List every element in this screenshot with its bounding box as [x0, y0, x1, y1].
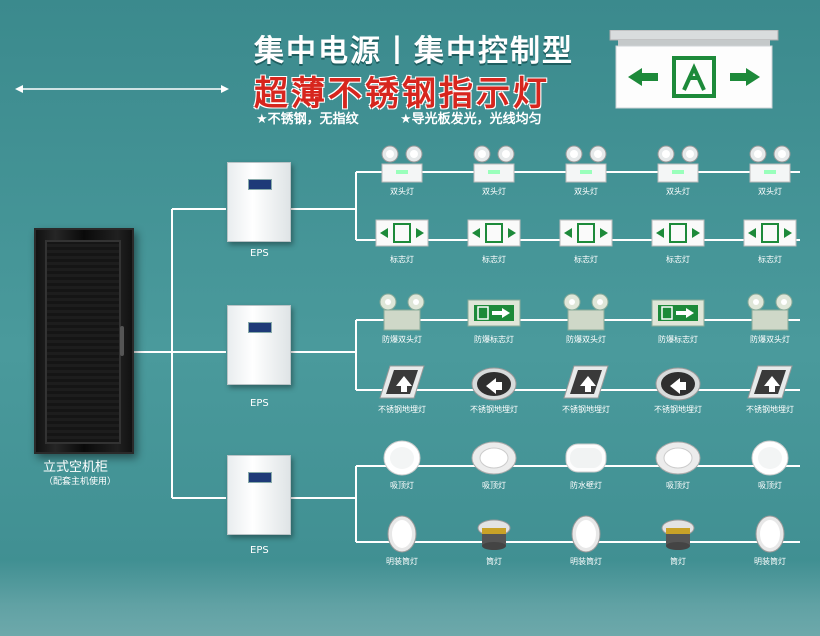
cabinet-sublabel: （配套主机使用）	[44, 477, 117, 487]
feature-2: ★导光板发光，光线均匀	[400, 112, 542, 127]
explosion-proof-sign-icon	[466, 292, 522, 332]
floor-lamp-icon	[558, 362, 614, 402]
device-label: 防爆双头灯	[566, 335, 606, 344]
device-label: 防爆标志灯	[474, 335, 514, 344]
decorative-arrow-line	[15, 85, 229, 93]
device-label: 防爆标志灯	[658, 335, 698, 344]
device-label: 标志灯	[574, 255, 598, 264]
device-label: 筒灯	[486, 557, 502, 566]
device-label: 防爆双头灯	[382, 335, 422, 344]
twin-head-lamp-icon	[650, 144, 706, 184]
device-label: 标志灯	[758, 255, 782, 264]
device-label: 标志灯	[390, 255, 414, 264]
floor-lamp-icon	[374, 362, 430, 402]
title-line-2: 超薄不锈钢指示灯	[254, 74, 550, 114]
eps-unit-1	[227, 162, 291, 242]
device-label: 标志灯	[666, 255, 690, 264]
device-label: 双头灯	[758, 187, 782, 196]
exit-sign-icon	[650, 212, 706, 252]
floor-lamp-round-icon	[650, 362, 706, 402]
cabinet-handle	[120, 326, 124, 356]
device-label: 不锈钢地埋灯	[470, 405, 518, 414]
device-label: 吸顶灯	[390, 481, 414, 490]
twin-head-lamp-icon	[558, 144, 614, 184]
device-label: 不锈钢地埋灯	[378, 405, 426, 414]
device-label: 双头灯	[482, 187, 506, 196]
device-label: 不锈钢地埋灯	[746, 405, 794, 414]
explosion-proof-icon	[374, 292, 430, 332]
downlight-icon	[558, 514, 614, 554]
device-label: 防水壁灯	[570, 481, 602, 490]
device-label: 防爆双头灯	[750, 335, 790, 344]
eps-unit-2	[227, 305, 291, 385]
eps-display	[248, 472, 272, 483]
title-line-1: 集中电源丨集中控制型	[254, 34, 574, 69]
eps-display	[248, 179, 272, 190]
eps-label-3: EPS	[250, 545, 269, 556]
device-label: 不锈钢地埋灯	[654, 405, 702, 414]
device-label: 吸顶灯	[758, 481, 782, 490]
explosion-proof-icon	[742, 292, 798, 332]
ceiling-lamp-ring-icon	[466, 438, 522, 478]
floor-lamp-round-icon	[466, 362, 522, 402]
exit-sign-hero-icon	[609, 30, 779, 109]
twin-head-lamp-icon	[466, 144, 522, 184]
device-label: 明装筒灯	[570, 557, 602, 566]
device-label: 明装筒灯	[754, 557, 786, 566]
exit-sign-icon	[742, 212, 798, 252]
twin-head-lamp-icon	[742, 144, 798, 184]
explosion-proof-sign-icon	[650, 292, 706, 332]
floor-cabinet	[34, 228, 134, 454]
downlight-icon	[742, 514, 798, 554]
device-label: 明装筒灯	[386, 557, 418, 566]
eps-unit-3	[227, 455, 291, 535]
device-label: 标志灯	[482, 255, 506, 264]
floor-lamp-icon	[742, 362, 798, 402]
wall-lamp-icon	[558, 438, 614, 478]
floor-reflection	[0, 560, 820, 636]
device-label: 双头灯	[574, 187, 598, 196]
device-label: 吸顶灯	[482, 481, 506, 490]
exit-sign-icon	[466, 212, 522, 252]
cabinet-label: 立式空机柜	[43, 460, 109, 475]
eps-display	[248, 322, 272, 333]
feature-1: ★不锈钢，无指纹	[256, 112, 359, 127]
explosion-proof-icon	[558, 292, 614, 332]
eps-label-1: EPS	[250, 248, 269, 259]
ceiling-lamp-icon	[742, 438, 798, 478]
ceiling-lamp-ring-icon	[650, 438, 706, 478]
device-label: 筒灯	[670, 557, 686, 566]
ceiling-lamp-icon	[374, 438, 430, 478]
eps-label-2: EPS	[250, 398, 269, 409]
exit-sign-icon	[374, 212, 430, 252]
downlight-icon	[374, 514, 430, 554]
exit-sign-icon	[558, 212, 614, 252]
device-label: 双头灯	[390, 187, 414, 196]
twin-head-lamp-icon	[374, 144, 430, 184]
device-label: 不锈钢地埋灯	[562, 405, 610, 414]
cabinet-door	[45, 240, 121, 444]
recessed-downlight-icon	[466, 514, 522, 554]
device-label: 吸顶灯	[666, 481, 690, 490]
recessed-downlight-icon	[650, 514, 706, 554]
device-label: 双头灯	[666, 187, 690, 196]
